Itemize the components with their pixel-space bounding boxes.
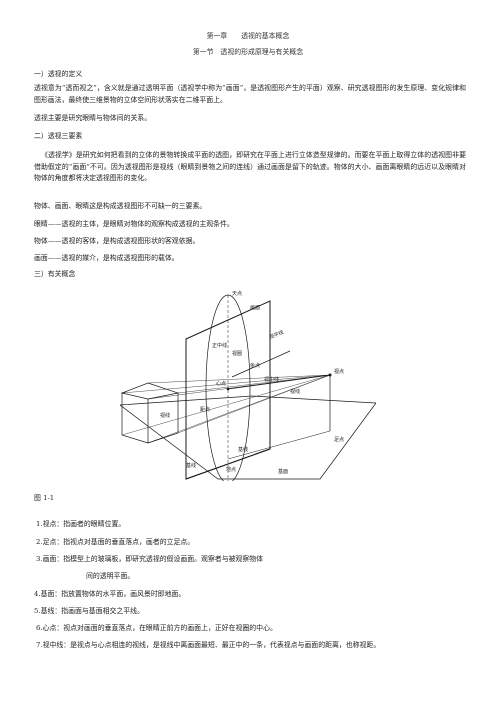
label-jimian: 基面 xyxy=(278,468,288,475)
concept-item-4: 4.基面：指放置物体的水平面，画风景时即地面。 xyxy=(34,590,186,598)
paragraph-picture-plane: 画面——透视的媒介，是构成透视图形的载体。 xyxy=(34,254,179,262)
label-shixian-right: 视线 xyxy=(290,388,300,395)
label-didian: 地点 xyxy=(226,466,236,473)
horizon-line xyxy=(231,350,291,378)
paragraph-three-elements: 物体、画面、眼睛这是构成透视图形不可缺一的三要素。 xyxy=(34,202,207,210)
paragraph-perspective-study: 《透视学》是研究如何把看到的立体的景物转换成平面的透图，即研究在平面上进行立体造… xyxy=(34,151,466,182)
ground-plane-outline xyxy=(120,395,376,480)
paragraph-object: 物体——透视的客体，是构成透视图形状的客观依据。 xyxy=(34,237,200,245)
section-title: 第一节 透视的形成原理与有关概念 xyxy=(192,48,304,56)
label-judian: 距点 xyxy=(200,407,210,413)
paragraph-definition: 透视意为“透而视之”，含义就是通过透明平面（透视学中称为“画面”，是透视图形产生… xyxy=(34,84,466,104)
label-tiandian: 天点 xyxy=(232,291,242,297)
concept-item-1: 1.视点：指画者的眼睛位置。 xyxy=(36,520,126,528)
label-shiquan: 视圈 xyxy=(232,350,242,357)
perspective-diagram: 天点 画面 视平线 正中线 视圈 余点 心点 视中线 视点 视线 距点 视线 基… xyxy=(120,291,376,481)
concept-item-6: 6.心点：视点对画面的垂直落点，在眼睛正前方的画面上，正好在视圈的中心。 xyxy=(36,624,277,632)
base-line xyxy=(185,448,271,480)
label-shixian-left: 视线 xyxy=(160,412,170,419)
chapter-title: 第一章 透视的基本概念 xyxy=(206,32,290,40)
label-zudian: 足点 xyxy=(334,437,344,443)
label-jixian-left: 基线 xyxy=(186,462,196,469)
label-xindian: 心点 xyxy=(216,380,226,387)
paragraph-relation: 透视主要是研究眼睛与物体间的关系。 xyxy=(34,114,152,122)
concept-item-7: 7.视中线：是视点与心点相连的视线，是视线中离画面最短、最正中的一条，代表视点与… xyxy=(36,641,381,649)
paragraph-eye: 眼睛——透视的主体，是眼睛对物体的观察构成透视的主观条件。 xyxy=(34,220,234,228)
concept-item-2: 2.足点：指视点对基面的垂直落点，画者的立足点。 xyxy=(36,538,195,546)
label-yuandian: 余点 xyxy=(250,362,260,369)
heading-definition: 一）透视的定义 xyxy=(34,70,83,78)
label-jixian: 基线 xyxy=(238,446,248,453)
label-shipingxian: 视平线 xyxy=(268,329,285,341)
label-huamian: 画面 xyxy=(250,305,260,311)
heading-concepts: 三）有关概念 xyxy=(34,270,76,278)
center-point-dot xyxy=(226,387,230,391)
heading-three-elements: 二）透视三要素 xyxy=(34,132,83,140)
label-shidian: 视点 xyxy=(334,368,344,375)
eye-point-dot xyxy=(328,373,332,377)
label-shizhongxian: 视中线 xyxy=(264,376,279,383)
figure-caption: 图 1-1 xyxy=(34,494,55,502)
concept-item-3-cont: 间的透明平面。 xyxy=(86,572,135,580)
concept-item-5: 5.基线：指画面与基面相交之平线。 xyxy=(34,607,144,615)
concept-item-3: 3.画面：指模型上的玻璃板，即研究透视的假设画面。观察者与被观察物体 xyxy=(36,555,264,563)
label-zhengzhongxian: 正中线 xyxy=(212,342,227,349)
